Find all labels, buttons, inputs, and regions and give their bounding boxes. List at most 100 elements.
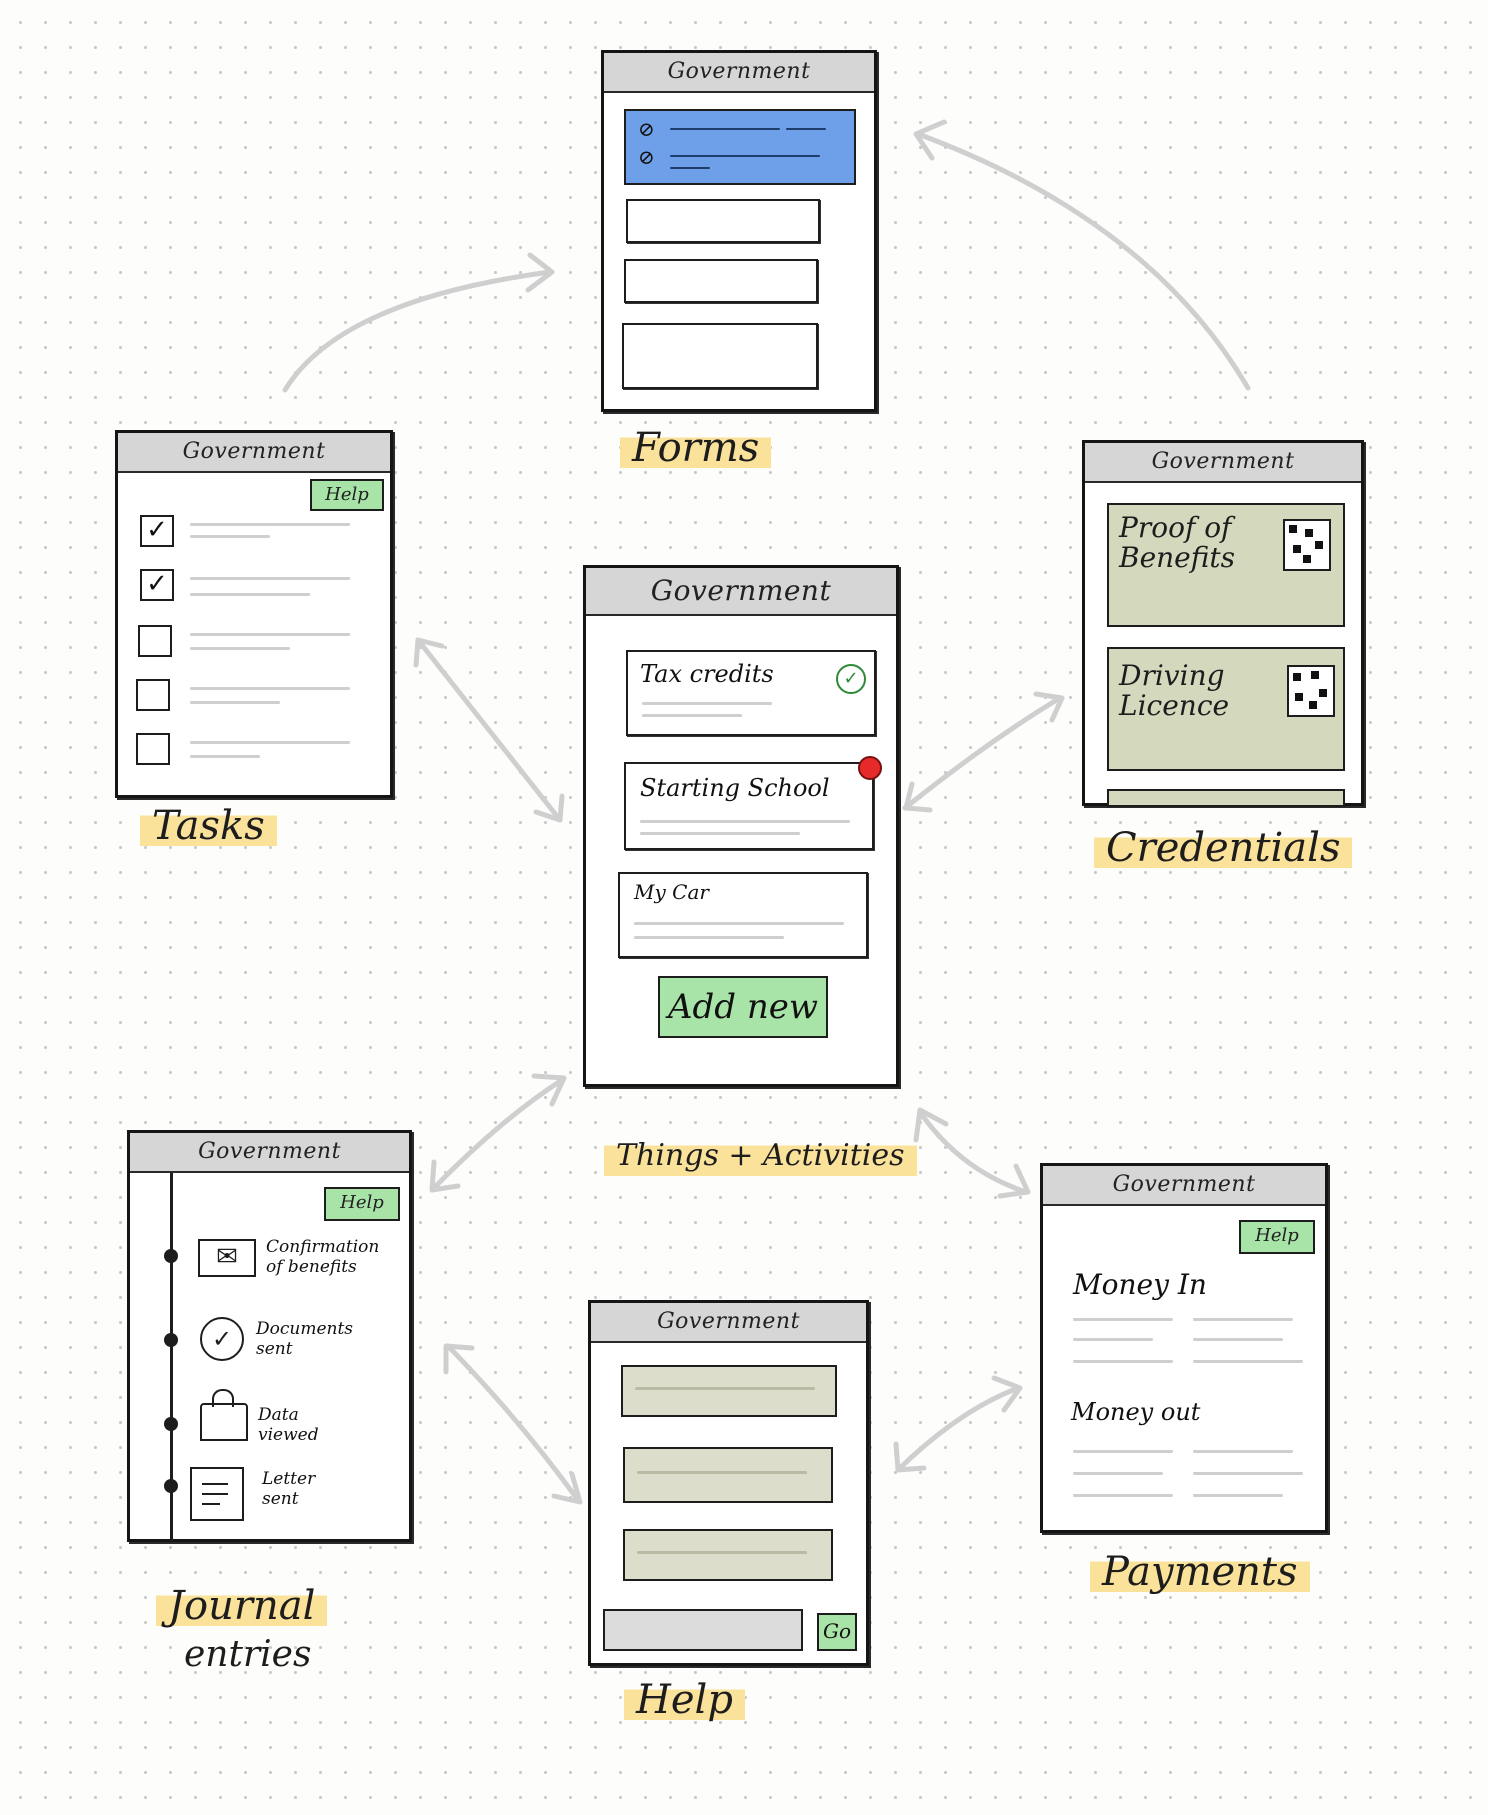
form-field[interactable]: [626, 199, 820, 243]
scribble-line: [1073, 1494, 1173, 1497]
journal-header: Government: [130, 1133, 409, 1173]
credential-title: Proof of Benefits: [1119, 511, 1236, 574]
scribble-line: [1193, 1360, 1303, 1363]
thing-card[interactable]: Starting School: [624, 756, 882, 850]
credential-card[interactable]: Driving Licence: [1107, 647, 1345, 771]
arrow-center-credentials: [902, 691, 1065, 813]
scribble-line: [786, 128, 826, 130]
scribble-line: [190, 647, 290, 650]
thing-card[interactable]: Tax credits ✓: [626, 650, 876, 736]
scribble-line: [190, 577, 350, 580]
credentials-screen: Government Proof of Benefits Driving Lic…: [1082, 440, 1364, 807]
thing-card[interactable]: My Car: [618, 872, 868, 958]
forms-header: Government: [604, 53, 874, 93]
scribble-line: [1193, 1338, 1283, 1341]
task-checkbox[interactable]: [136, 733, 170, 765]
scribble-line: [637, 1471, 807, 1474]
scribble-line: [1193, 1494, 1283, 1497]
arrow-journal-center: [429, 1073, 567, 1193]
arrow-tasks-center: [413, 637, 565, 823]
scribble-line: [190, 687, 350, 690]
form-textarea[interactable]: [622, 323, 818, 389]
form-field[interactable]: [624, 259, 818, 303]
things-header: Government: [586, 568, 896, 616]
scribble-line: [670, 155, 820, 157]
scribble-line: [635, 1387, 815, 1390]
journal-entry-text: Data viewed: [258, 1405, 319, 1445]
scribble-line: [1193, 1472, 1303, 1475]
journal-entry-text: Documents sent: [256, 1319, 354, 1359]
scribble-line: [1073, 1318, 1173, 1321]
timeline: [170, 1173, 173, 1541]
money-in-heading: Money In: [1073, 1268, 1207, 1301]
scribble-line: [634, 936, 784, 939]
payments-caption: Payments: [1090, 1546, 1310, 1598]
chat-bubble: [623, 1447, 833, 1503]
go-button[interactable]: Go: [817, 1613, 857, 1651]
arrow-credentials-to-forms: [913, 119, 1251, 391]
help-button[interactable]: Help: [310, 479, 384, 511]
journal-caption-line2: entries: [184, 1634, 312, 1675]
credential-title: Driving Licence: [1119, 659, 1230, 722]
forms-selected-items[interactable]: ⊘ ⊘: [624, 109, 856, 185]
help-search-input[interactable]: [603, 1609, 803, 1651]
timeline-dot: [164, 1333, 178, 1347]
journal-screen: Government Help ✉ Confirmation of benefi…: [127, 1130, 412, 1542]
help-header: Government: [591, 1303, 866, 1343]
journal-entry-text: Letter sent: [262, 1469, 316, 1509]
scribble-line: [1073, 1338, 1153, 1341]
arrow-journal-help: [443, 1343, 583, 1505]
add-new-button[interactable]: Add new: [658, 976, 828, 1038]
task-checkbox[interactable]: [138, 625, 172, 657]
task-checkbox[interactable]: [136, 679, 170, 711]
qr-code-icon: [1283, 519, 1331, 571]
timeline-dot: [164, 1479, 178, 1493]
thing-title: Starting School: [640, 774, 830, 802]
scribble-line: [642, 714, 742, 717]
scribble-line: [190, 755, 260, 758]
scribble-line: [190, 535, 270, 538]
scribble-line: [190, 701, 280, 704]
journal-caption: Journal: [156, 1580, 328, 1632]
scribble-line: [670, 128, 780, 130]
things-caption: Things + Activities: [604, 1130, 917, 1182]
scribble-line: [640, 832, 800, 835]
help-button[interactable]: Help: [324, 1187, 400, 1221]
tasks-screen: Government Help ✓ ✓: [115, 430, 393, 798]
scribble-line: [190, 593, 310, 596]
chat-bubble: [621, 1365, 837, 1417]
scribble-line: [1073, 1360, 1173, 1363]
arrow-center-payments: [913, 1107, 1031, 1199]
chat-bubble: [623, 1529, 833, 1581]
scribble-line: [1193, 1318, 1293, 1321]
tasks-header: Government: [118, 433, 390, 473]
scribble-line: [640, 820, 850, 823]
check-circle-icon: ⊘: [638, 145, 655, 169]
help-button[interactable]: Help: [1239, 1220, 1315, 1254]
forms-screen: Government ⊘ ⊘: [601, 50, 877, 412]
scribble-line: [190, 741, 350, 744]
scribble-line: [1073, 1472, 1163, 1475]
money-out-heading: Money out: [1071, 1398, 1201, 1426]
check-circle-icon: ✓: [200, 1317, 244, 1361]
credentials-caption: Credentials: [1094, 822, 1353, 874]
tasks-caption: Tasks: [140, 800, 277, 852]
forms-caption: Forms: [620, 422, 772, 474]
scribble-line: [190, 633, 350, 636]
credential-card[interactable]: Proof of Benefits: [1107, 503, 1345, 627]
arrow-tasks-to-forms: [282, 252, 555, 393]
scribble-line: [637, 1551, 807, 1554]
credential-card-partial[interactable]: [1107, 789, 1345, 807]
things-activities-screen: Government Tax credits ✓ Starting School…: [583, 565, 899, 1087]
payments-screen: Government Help Money In Money out: [1040, 1163, 1328, 1533]
task-checkbox-checked[interactable]: ✓: [140, 569, 174, 601]
task-checkbox-checked[interactable]: ✓: [140, 515, 174, 547]
scribble-line: [642, 702, 772, 705]
scribble-line: [634, 922, 844, 925]
envelope-icon: ✉: [198, 1239, 256, 1277]
arrow-help-payments: [893, 1375, 1023, 1473]
timeline-dot: [164, 1249, 178, 1263]
journal-entry-text: Confirmation of benefits: [266, 1237, 380, 1277]
thing-title: Tax credits: [640, 660, 774, 688]
